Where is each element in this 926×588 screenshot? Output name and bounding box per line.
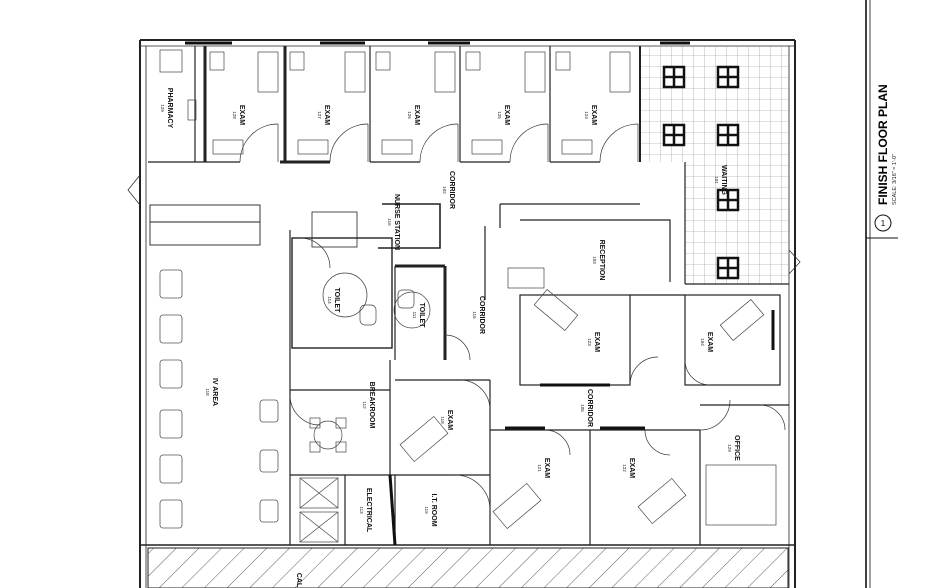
room-number-exam-121: 121 xyxy=(537,464,542,472)
room-number-exam-126: 126 xyxy=(407,111,412,119)
north-room-walls xyxy=(148,46,600,164)
room-label-iv-area: IV AREA xyxy=(211,378,218,406)
room-number-exam-128: 128 xyxy=(232,111,237,119)
iv-area-chairs xyxy=(159,269,279,529)
middle-walls xyxy=(149,203,789,545)
room-number-corridor-115: 115 xyxy=(472,311,477,319)
room-number-corridor-south: 105 xyxy=(580,404,585,412)
room-label-waiting: WAITING xyxy=(720,165,727,195)
middle-furniture xyxy=(299,267,777,543)
room-number-corridor-north: 102 xyxy=(442,186,447,194)
room-number-exam-124: 124 xyxy=(584,111,589,119)
room-label-exam-127: EXAM xyxy=(323,105,330,125)
room-label-office: OFFICE xyxy=(733,435,740,461)
room-number-office: 129 xyxy=(727,444,732,452)
room-number-toilet-111: 111 xyxy=(412,312,417,319)
room-label-toilet-114: TOILET xyxy=(333,288,340,313)
room-number-exam-118: 118 xyxy=(440,416,445,424)
room-label-bottom-partial: CAL xyxy=(295,573,302,588)
room-label-exam-122: EXAM xyxy=(628,458,635,478)
title-block: 1 FINISH FLOOR PLAN SCALE: 3/16" = 1'-0" xyxy=(865,0,898,588)
detail-number-circle xyxy=(874,214,892,232)
middle-door-swings xyxy=(289,237,786,511)
drawing-scale: SCALE: 3/16" = 1'-0" xyxy=(892,154,898,205)
room-number-exam-104: 104 xyxy=(700,338,705,346)
room-label-exam-123: EXAM xyxy=(593,332,600,352)
detail-number: 1 xyxy=(881,219,886,228)
north-door-swings xyxy=(239,123,639,163)
room-label-corridor-115: CORRIDOR xyxy=(478,296,485,334)
room-label-exam-126: EXAM xyxy=(413,105,420,125)
waiting-furniture xyxy=(662,65,740,280)
room-number-exam-123: 123 xyxy=(587,338,592,346)
room-label-exam-124: EXAM xyxy=(590,105,597,125)
room-number-nurse-station: 116 xyxy=(387,218,392,226)
room-label-toilet-111: TOILET xyxy=(418,303,425,328)
room-number-toilet-114: 114 xyxy=(327,296,332,304)
sidewalk-hatch xyxy=(147,547,789,588)
west-entry-door xyxy=(127,174,141,206)
room-label-corridor-north: CORRIDOR xyxy=(448,171,455,209)
room-number-waiting: 101 xyxy=(714,176,719,184)
drawing-title: FINISH FLOOR PLAN xyxy=(876,84,890,205)
room-label-electrical: ELECTRICAL xyxy=(365,488,372,533)
middle-heavy-walls xyxy=(388,310,775,546)
room-label-breakroom: BREAKROOM xyxy=(368,382,375,429)
room-number-pharmacy: 129 xyxy=(160,104,165,112)
room-label-exam-125: EXAM xyxy=(503,105,510,125)
room-number-exam-127: 127 xyxy=(317,111,322,119)
room-number-breakroom: 112 xyxy=(362,401,367,409)
waiting-tile-floor xyxy=(640,46,789,162)
room-label-exam-128: EXAM xyxy=(238,105,245,125)
room-number-electrical: 113 xyxy=(359,506,364,514)
room-label-it-room: I.T. ROOM xyxy=(430,493,437,526)
room-number-exam-122: 122 xyxy=(622,464,627,472)
room-label-nurse-station: NURSE STATION xyxy=(393,194,400,250)
room-label-pharmacy: PHARMACY xyxy=(166,88,173,129)
north-exam-furniture xyxy=(159,49,631,155)
room-label-exam-104: EXAM xyxy=(706,332,713,352)
room-number-it-room: 119 xyxy=(424,506,429,514)
room-label-reception: RECEPTION xyxy=(598,240,605,281)
room-number-reception: 103 xyxy=(592,256,597,264)
east-entry-door xyxy=(788,249,801,275)
room-number-exam-125: 125 xyxy=(497,111,502,119)
room-label-exam-121: EXAM xyxy=(543,458,550,478)
room-number-iv-area: 118 xyxy=(205,388,210,396)
room-label-corridor-south: CORRIDOR xyxy=(586,389,593,427)
room-label-exam-118: EXAM xyxy=(446,410,453,430)
